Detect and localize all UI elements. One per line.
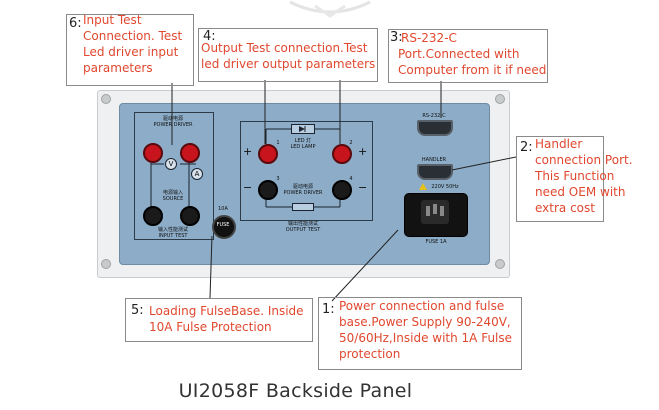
panel-screw [101,94,111,104]
db9-port-icon[interactable] [417,164,453,180]
input-test-cn-label: 输入性能测试 [157,227,188,233]
callout-3-text: RS-232-C Port.Connected with Computer fr… [398,31,547,77]
callout-2-text: Handler connection Port. This Function n… [535,137,633,215]
black-terminal-icon[interactable] [332,180,352,200]
figure-caption: UI2058F Backside Panel [178,380,413,402]
panel-screw [495,259,505,269]
callout-5-number: 5: [131,303,144,318]
voltmeter-icon: V [165,158,177,170]
minus-sign: − [243,181,253,194]
ammeter-label: A [194,170,200,178]
db9-port-icon[interactable] [417,120,453,136]
terminal-number: 2 [349,140,353,146]
output-test-label: OUTPUT TEST [285,227,321,233]
voltmeter-label: V [168,160,174,168]
plus-sign: + [358,145,368,158]
power-driver-cn-label: 驱动电源 [162,116,183,122]
callout-1-box [318,297,522,370]
callout-5-text: Loading FulseBase. Inside 10A Fulse Prot… [149,304,304,334]
red-terminal-icon[interactable] [143,143,163,163]
panel-screw [101,259,111,269]
callout-2-number: 2: [520,140,533,155]
black-terminal-icon[interactable] [143,206,163,226]
callout-1-text: Power connection and fulse base.Power Su… [339,299,513,361]
watermark [289,0,371,18]
callout-2-box [516,136,604,222]
fuse-label: FUSE [216,222,230,228]
fuse-1a-label: FUSE 1A [425,239,447,245]
black-terminal-icon[interactable] [180,206,200,226]
callout-6-text: Input Test Connection. Test Led driver i… [83,13,183,75]
out-power-driver-cn-label: 驱动电源 [292,184,313,190]
power-pin [440,206,444,216]
red-terminal-icon[interactable] [332,144,352,164]
led-lamp-cn-label: LED 灯 [294,138,312,144]
input-test-label: INPUT TEST [158,233,188,239]
ammeter-icon: A [191,168,203,180]
minus-sign: − [358,181,368,194]
source-cn-label: 电源输入 [162,190,183,196]
diode-icon [291,124,315,134]
handler-label: HANDLER [421,157,447,163]
black-terminal-icon[interactable] [258,180,278,200]
callout-5-box [125,298,313,342]
terminal-number: 4 [349,176,353,182]
power-pin [433,204,437,214]
callout-6-number: 6: [69,16,82,31]
power-driver-label: POWER DRIVER [153,122,193,128]
callout-4-number: 4: [203,29,216,44]
plus-sign: + [243,145,253,158]
callout-4-text: Output Test connection.Test led driver o… [201,41,376,71]
panel-screw [495,94,505,104]
callout-1-number: 1: [322,302,335,317]
led-lamp-label: LED LAMP [290,144,316,150]
fuse-10a-label: 10A [218,206,228,212]
callout-6-box [66,14,194,86]
terminal-number: 1 [276,140,280,146]
callout-4-box [198,28,378,82]
output-test-group [240,121,373,221]
fuse-holder-icon[interactable] [212,215,236,239]
input-test-group [134,112,214,240]
power-pin [426,206,430,216]
out-power-driver-label: POWER DRIVER [283,190,323,196]
terminal-number: 3 [276,176,280,182]
callout-3-number: 3: [390,30,403,45]
voltage-label: 220V 50Hz [431,184,459,190]
red-terminal-icon[interactable] [180,143,200,163]
red-terminal-icon[interactable] [258,144,278,164]
callout-3-box [388,29,548,83]
source-label: SOURCE [162,196,184,202]
rs232-label: RS-232-C [422,113,446,119]
output-test-cn-label: 输出性能测试 [287,221,318,227]
resistor-icon [292,203,314,211]
warning-icon [419,183,427,190]
